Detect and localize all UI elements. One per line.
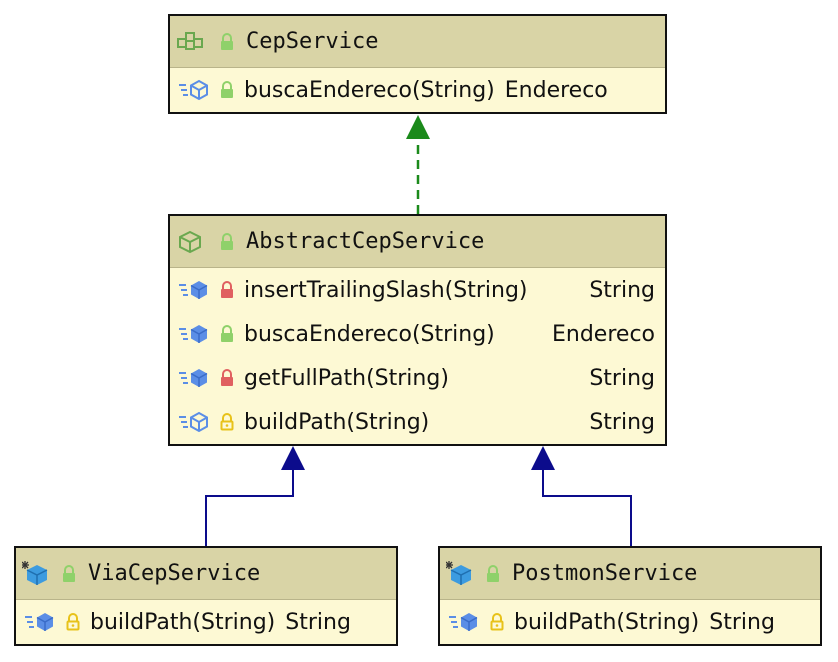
lock-icon: [220, 369, 234, 387]
abstract-class-icon: [176, 230, 210, 254]
method-return-type: String: [285, 609, 351, 635]
method-signature: getFullPath(String): [244, 365, 449, 391]
lock-icon: [220, 232, 234, 251]
method-signature: buscaEndereco(String): [244, 77, 495, 103]
class-name: CepService: [246, 29, 379, 54]
lock-icon: [220, 32, 234, 51]
class-header: CepService: [170, 16, 665, 68]
member-row[interactable]: buildPath(String) String: [170, 400, 665, 444]
abstract-method-icon: [178, 411, 210, 433]
method-return-type: String: [709, 609, 775, 635]
viacep-extends-arrowhead: [281, 446, 305, 470]
member-row[interactable]: buscaEndereco(String) Endereco: [170, 68, 665, 112]
class-box-postmonservice[interactable]: PostmonService buildPath(String) String: [438, 546, 822, 646]
method-signature: buildPath(String): [514, 609, 700, 635]
spring-bean-class-icon: [446, 560, 476, 587]
method-signature: buscaEndereco(String): [244, 321, 495, 347]
lock-icon: [490, 613, 504, 631]
method-return-type: Endereco: [504, 77, 608, 103]
class-box-viacepservice[interactable]: ViaCepService buildPath(String) String: [14, 546, 398, 646]
method-icon: [24, 611, 56, 633]
postmon-extends-arrowhead: [531, 446, 555, 470]
method-icon: [178, 367, 210, 389]
member-row[interactable]: buscaEndereco(String) Endereco: [170, 312, 665, 356]
lock-icon: [486, 564, 500, 583]
class-header: ViaCepService: [16, 548, 396, 600]
method-return-type: String: [589, 277, 655, 303]
implements-arrowhead: [406, 115, 430, 139]
method-signature: buildPath(String): [90, 609, 276, 635]
method-return-type: String: [589, 365, 655, 391]
postmon-extends-line: [542, 468, 632, 546]
class-box-abstractcepservice[interactable]: AbstractCepService insertTrailingSlash(S…: [168, 214, 667, 446]
method-signature: insertTrailingSlash(String): [244, 277, 528, 303]
lock-icon: [220, 81, 234, 99]
class-name: ViaCepService: [88, 561, 261, 586]
class-name: PostmonService: [512, 561, 698, 586]
method-icon: [178, 323, 210, 345]
lock-icon: [66, 613, 80, 631]
lock-icon: [220, 281, 234, 299]
member-row[interactable]: insertTrailingSlash(String) String: [170, 268, 665, 312]
lock-icon: [220, 413, 234, 431]
method-icon: [448, 611, 480, 633]
class-header: AbstractCepService: [170, 216, 665, 268]
class-header: PostmonService: [440, 548, 820, 600]
method-return-type: String: [589, 409, 655, 435]
method-return-type: Endereco: [552, 321, 655, 347]
class-name: AbstractCepService: [246, 229, 485, 254]
interface-icon: [176, 31, 210, 53]
viacep-extends-line: [205, 468, 294, 546]
spring-bean-class-icon: [22, 560, 52, 587]
method-icon: [178, 279, 210, 301]
method-signature: buildPath(String): [244, 409, 430, 435]
abstract-method-icon: [178, 79, 210, 101]
member-row[interactable]: buildPath(String) String: [16, 600, 396, 644]
member-row[interactable]: buildPath(String) String: [440, 600, 820, 644]
lock-icon: [220, 325, 234, 343]
class-box-cepservice[interactable]: CepService buscaEndereco(String) Enderec…: [168, 14, 667, 114]
member-row[interactable]: getFullPath(String) String: [170, 356, 665, 400]
lock-icon: [62, 564, 76, 583]
